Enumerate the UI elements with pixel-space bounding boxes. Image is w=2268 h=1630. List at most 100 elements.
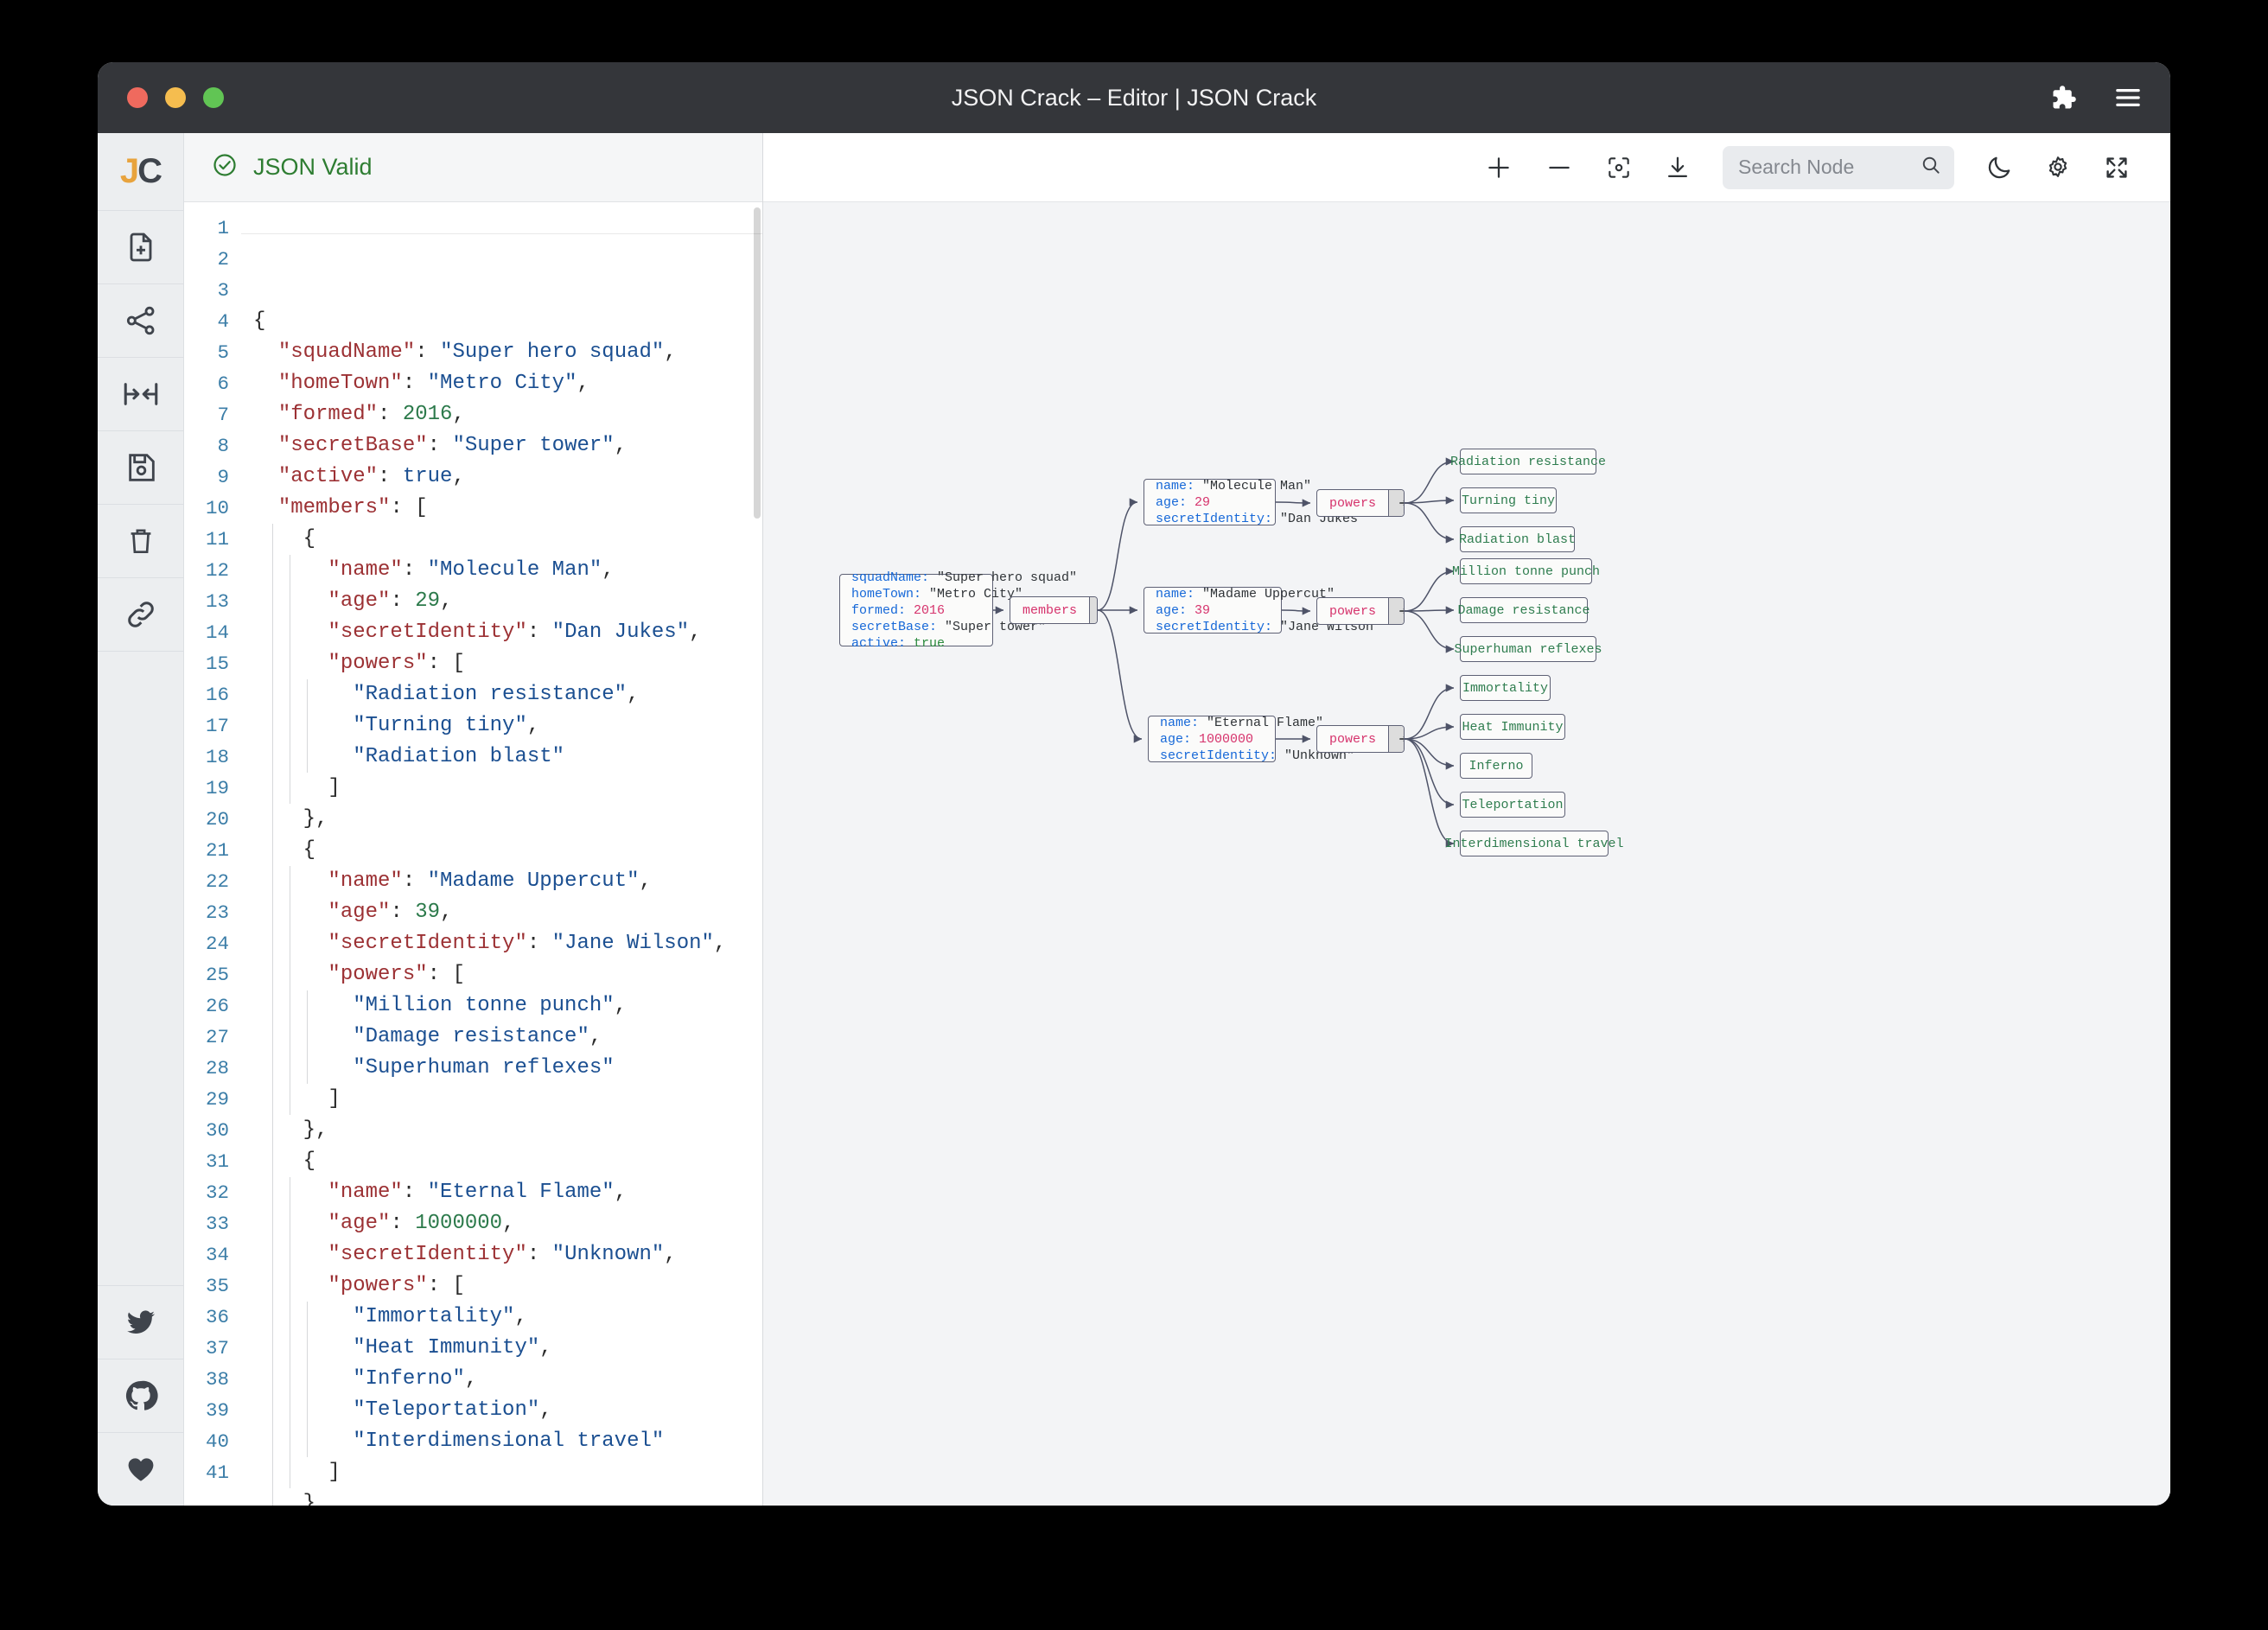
token-p: : [	[427, 963, 465, 986]
github-icon[interactable]	[98, 1359, 183, 1432]
save-icon[interactable]	[98, 431, 183, 505]
heart-icon[interactable]	[98, 1432, 183, 1506]
code-line: "Teleportation",	[253, 1395, 762, 1426]
token-p: ,	[440, 901, 453, 924]
graph-leaf-node[interactable]: Radiation blast	[1459, 526, 1576, 552]
delete-icon[interactable]	[98, 505, 183, 578]
graph-leaf-node[interactable]: Interdimensional travel	[1444, 831, 1624, 856]
graph-leaf-node[interactable]: Damage resistance	[1457, 597, 1590, 623]
code-line: "name": "Eternal Flame",	[253, 1177, 762, 1208]
line-number: 30	[205, 1119, 229, 1142]
code-content[interactable]: { "squadName": "Super hero squad", "home…	[241, 202, 762, 1506]
line-number: 38	[205, 1368, 229, 1391]
rail-bottom-group	[98, 1285, 183, 1506]
token-p: ]	[328, 1461, 341, 1484]
editor-vertical-scrollbar[interactable]	[754, 207, 761, 519]
line-number: 17	[205, 715, 229, 737]
center-view-icon[interactable]	[1605, 154, 1633, 181]
graph-object-node[interactable]: squadName: "Super hero squad"homeTown: "…	[839, 570, 1077, 651]
jsoncrack-logo[interactable]: JC	[98, 133, 183, 211]
indent	[253, 807, 303, 831]
new-file-icon[interactable]	[98, 211, 183, 284]
token-k: "age"	[328, 901, 391, 924]
download-icon[interactable]	[1664, 154, 1691, 181]
indent-guide	[272, 617, 273, 648]
twitter-icon[interactable]	[98, 1285, 183, 1359]
token-s: "Interdimensional travel"	[353, 1429, 665, 1453]
graph-canvas[interactable]: squadName: "Super hero squad"homeTown: "…	[763, 202, 2170, 1506]
token-s: "Eternal Flame"	[427, 1181, 615, 1204]
line-number: 20	[205, 808, 229, 831]
graph-node-key: name:	[1156, 478, 1203, 493]
menu-icon[interactable]	[2115, 87, 2141, 108]
graph-parent-node[interactable]: powers	[1316, 489, 1405, 517]
graph-parent-node[interactable]: members	[1010, 596, 1098, 624]
search-node-box[interactable]	[1723, 145, 1954, 189]
code-line: "age": 39,	[253, 897, 762, 928]
indent	[253, 621, 328, 644]
gear-icon[interactable]	[2044, 154, 2072, 181]
line-number: 18	[205, 746, 229, 768]
close-window-button[interactable]	[127, 87, 148, 108]
graph-leaf-node[interactable]: Inferno	[1460, 753, 1532, 779]
graph-leaf-node[interactable]: Teleportation	[1460, 792, 1565, 818]
valid-check-icon	[212, 152, 238, 182]
graph-parent-node[interactable]: powers	[1316, 725, 1405, 753]
collapse-node-button[interactable]	[1388, 490, 1404, 516]
search-icon[interactable]	[1920, 154, 1942, 181]
dark-mode-icon[interactable]	[1985, 154, 2013, 181]
token-p: ,	[614, 994, 628, 1017]
token-p: :	[390, 1212, 416, 1235]
search-input[interactable]	[1736, 155, 1913, 180]
fullscreen-icon[interactable]	[2103, 154, 2131, 181]
graph-leaf-node[interactable]: Turning tiny	[1460, 487, 1557, 513]
collapse-icon[interactable]	[98, 358, 183, 431]
app-body: JC	[98, 133, 2170, 1506]
graph-leaf-node[interactable]: Heat Immunity	[1460, 714, 1565, 740]
indent	[253, 1274, 328, 1297]
link-icon[interactable]	[98, 578, 183, 652]
graph-parent-label: powers	[1329, 603, 1377, 619]
zoom-out-icon[interactable]	[1545, 153, 1574, 182]
graph-leaf-label: Teleportation	[1462, 797, 1564, 812]
indent-guide	[272, 742, 273, 773]
zoom-in-icon[interactable]	[1484, 153, 1513, 182]
graph-leaf-node[interactable]: Immortality	[1460, 675, 1551, 701]
collapse-node-button[interactable]	[1089, 597, 1097, 623]
indent	[253, 838, 303, 862]
graph-node-key: secretIdentity:	[1156, 619, 1281, 634]
graph-leaf-node[interactable]: Superhuman reflexes	[1454, 636, 1602, 662]
maximize-window-button[interactable]	[203, 87, 224, 108]
token-p: ,	[539, 1398, 552, 1422]
extensions-icon[interactable]	[2051, 85, 2077, 111]
token-n: 39	[415, 901, 441, 924]
collapse-node-button[interactable]	[1388, 726, 1404, 752]
indent-guide	[272, 1364, 273, 1395]
indent-guide	[307, 1426, 308, 1457]
collapse-node-button[interactable]	[1388, 598, 1404, 624]
minimize-window-button[interactable]	[165, 87, 186, 108]
indent-guide	[272, 804, 273, 835]
token-p: ,	[664, 1243, 677, 1266]
graph-node-value: "Eternal Flame"	[1207, 715, 1324, 730]
graph-leaf-node[interactable]: Million tonne punch	[1452, 558, 1600, 584]
indent-guide	[272, 1208, 273, 1239]
line-number: 2	[217, 248, 229, 271]
indent-guide	[272, 1146, 273, 1177]
graph-leaf-node[interactable]: Radiation resistance	[1450, 449, 1606, 474]
graph-node-value: "Madame Uppercut"	[1202, 586, 1335, 602]
graph-parent-node[interactable]: powers	[1316, 597, 1405, 625]
indent	[253, 1087, 328, 1111]
indent	[253, 994, 353, 1017]
code-line: "Turning tiny",	[253, 710, 762, 742]
line-number: 7	[217, 404, 229, 426]
code-line: "name": "Madame Uppercut",	[253, 866, 762, 897]
indent-guide	[272, 990, 273, 1022]
indent	[253, 745, 353, 768]
graph-node-row: name: "Molecule Man"	[1156, 478, 1311, 494]
share-graph-icon[interactable]	[98, 284, 183, 358]
